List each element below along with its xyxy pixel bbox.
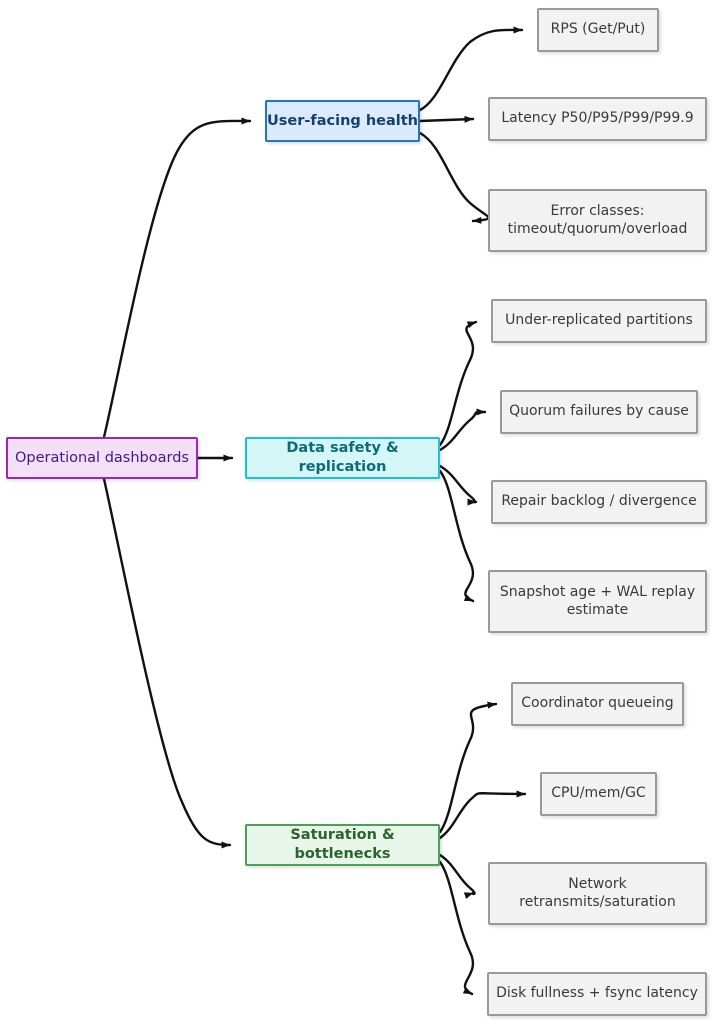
- edge-root-to-cat1: [102, 117, 252, 439]
- node-cat1[interactable]: User-facing health: [265, 100, 420, 142]
- node-l11[interactable]: Disk fullness + fsync latency: [487, 972, 707, 1016]
- node-l2[interactable]: Latency P50/P95/P99/P99.9: [488, 97, 707, 141]
- edge-root-to-cat3: [102, 477, 232, 849]
- edge-cat3-to-l9: [438, 790, 527, 840]
- node-cat2[interactable]: Data safety & replication: [245, 437, 440, 479]
- node-l5[interactable]: Quorum failures by cause: [500, 390, 698, 434]
- edge-cat1-to-l2: [418, 115, 475, 123]
- node-l4[interactable]: Under-replicated partitions: [491, 299, 707, 343]
- edge-cat2-to-l4: [438, 320, 478, 447]
- node-l6[interactable]: Repair backlog / divergence: [491, 480, 707, 524]
- node-cat3[interactable]: Saturation & bottlenecks: [245, 824, 440, 866]
- edge-cat3-to-l11: [438, 860, 474, 996]
- edge-cat2-to-l5: [438, 408, 487, 452]
- edge-cat3-to-l10: [438, 853, 476, 900]
- edge-cat2-to-l7: [438, 469, 475, 603]
- node-l1[interactable]: RPS (Get/Put): [537, 8, 659, 52]
- edge-cat3-to-l8: [438, 701, 498, 834]
- node-l10[interactable]: Network retransmits/saturation: [488, 862, 707, 925]
- node-l9[interactable]: CPU/mem/GC: [540, 772, 657, 816]
- node-l7[interactable]: Snapshot age + WAL replay estimate: [488, 570, 707, 633]
- node-l8[interactable]: Coordinator queueing: [511, 682, 684, 726]
- node-l3[interactable]: Error classes: timeout/quorum/overload: [488, 189, 707, 252]
- node-root[interactable]: Operational dashboards: [6, 437, 198, 479]
- edge-cat1-to-l3: [418, 131, 490, 224]
- edge-cat2-to-l6: [438, 464, 478, 506]
